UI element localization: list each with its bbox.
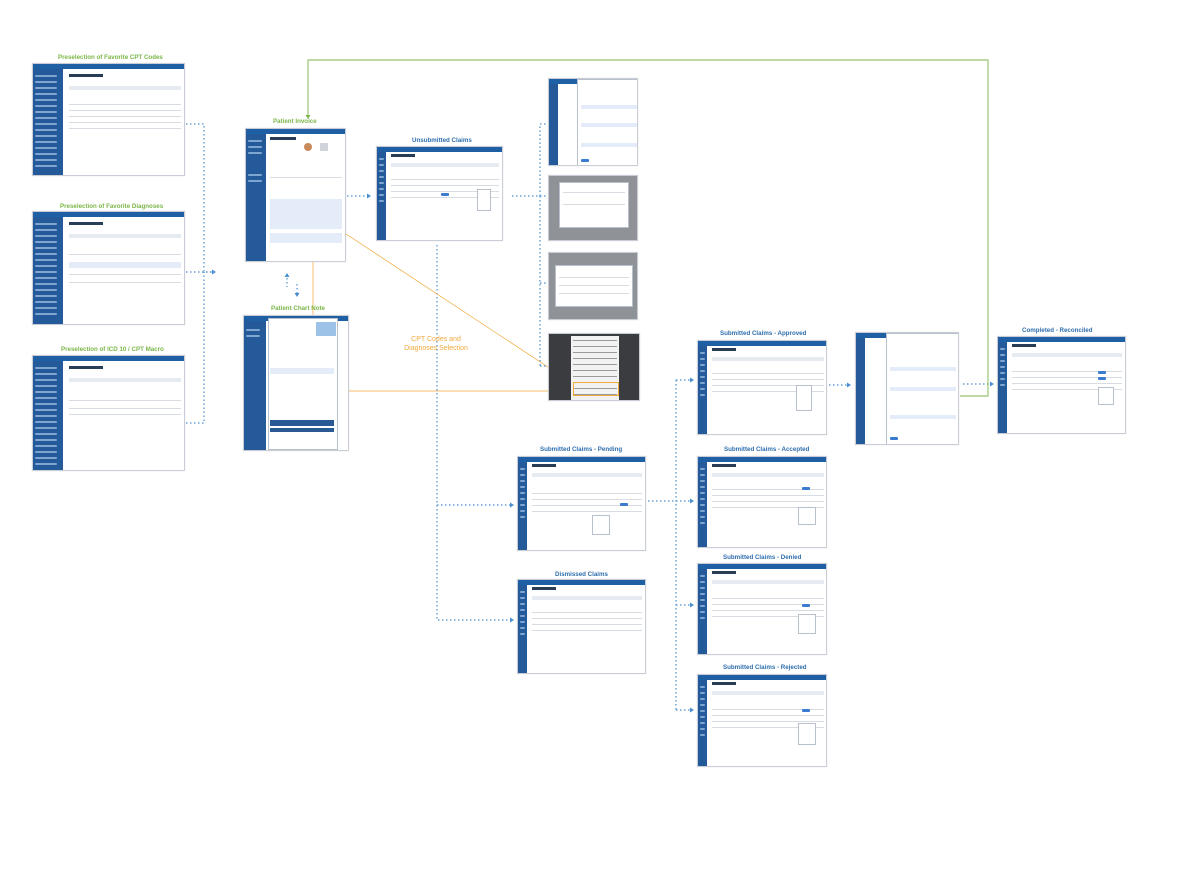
label-patient-chart: Patient Chart Note	[271, 305, 325, 312]
label-approved: Submitted Claims - Approved	[720, 330, 807, 337]
screen-claims-accepted	[697, 456, 827, 548]
screen-fav-cpt	[32, 63, 185, 176]
connector-unsubmitted-to-pending-dismissed	[436, 245, 510, 621]
screen-claims-denied	[697, 563, 827, 655]
screen-fav-icd	[32, 355, 185, 471]
screen-claim-modal-1	[548, 175, 638, 241]
screen-patient-invoice	[245, 128, 346, 262]
label-fav-cpt: Preselection of Favorite CPT Codes	[58, 54, 163, 61]
screen-claims-pending	[517, 456, 646, 551]
screen-claim-form-document	[548, 333, 640, 401]
screen-claims-rejected	[697, 674, 827, 767]
label-fav-icd: Preselection of ICD 10 / CPT Macro	[61, 346, 164, 353]
label-fav-dx: Preselection of Favorite Diagnoses	[60, 203, 164, 210]
screen-claims-dismissed	[517, 579, 646, 674]
label-unsubmitted: Unsubmitted Claims	[412, 137, 472, 144]
feedback-line	[307, 59, 989, 397]
label-rejected: Submitted Claims - Rejected	[723, 664, 807, 671]
screen-claims-approved	[697, 340, 827, 435]
label-pending: Submitted Claims - Pending	[540, 446, 623, 453]
label-cpt-dx-line2: Diagnoses Selection	[404, 345, 468, 352]
label-accepted: Submitted Claims - Accepted	[724, 446, 810, 453]
screen-fav-dx	[32, 211, 185, 325]
screen-approved-review	[855, 332, 959, 445]
label-patient-invoice: Patient Invoice	[273, 118, 317, 125]
label-reconciled: Completed - Reconciled	[1022, 327, 1093, 334]
screen-claim-modal-2	[548, 252, 638, 320]
screen-claim-review	[548, 78, 638, 166]
screen-unsubmitted-claims	[376, 146, 503, 241]
screen-patient-chart-note	[243, 315, 349, 451]
connector-cpt-to-invoice	[186, 123, 212, 273]
label-dismissed: Dismissed Claims	[555, 571, 608, 578]
connector-icd-to-invoice	[186, 272, 205, 424]
label-cpt-dx-selection: CPT Codes and Diagnoses Selection	[393, 335, 479, 353]
screen-claims-reconciled	[997, 336, 1126, 434]
label-denied: Submitted Claims - Denied	[723, 554, 802, 561]
connector-unsubmitted-to-screens	[512, 124, 541, 197]
label-cpt-dx-line1: CPT Codes and	[411, 336, 461, 343]
